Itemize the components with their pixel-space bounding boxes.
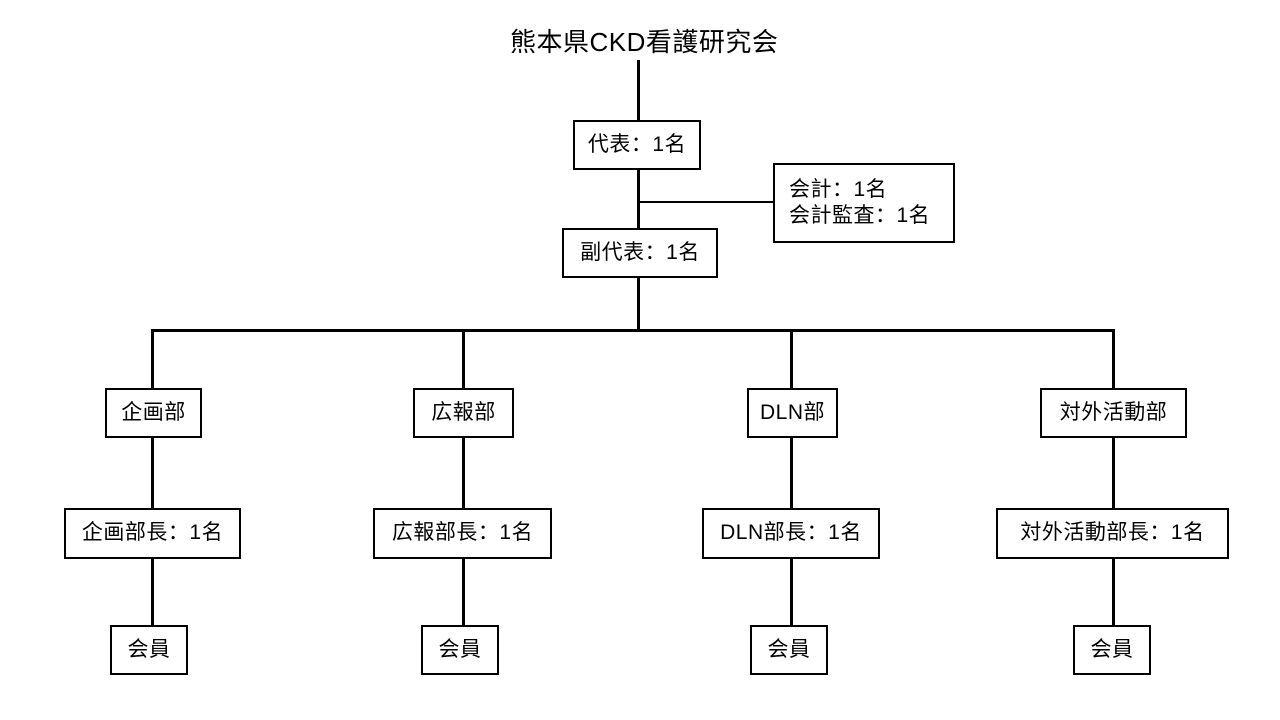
node-representative[interactable]: 代表：1名 — [573, 120, 701, 170]
node-members-3[interactable]: 会員 — [750, 625, 828, 675]
connector-representative-to-vice — [637, 170, 640, 228]
connector-vice-to-bus — [637, 278, 640, 331]
node-members-4[interactable]: 会員 — [1073, 625, 1151, 675]
connector-to-accounting — [637, 201, 773, 203]
node-department-head-3[interactable]: DLN部長：1名 — [702, 508, 880, 559]
connector-bus-to-dept-4 — [1112, 329, 1115, 388]
node-department-3[interactable]: DLN部 — [747, 388, 838, 438]
connector-dept-1-to-head — [151, 438, 154, 508]
accounting-line-1: 会計：1名 — [789, 177, 888, 201]
node-department-head-2[interactable]: 広報部長：1名 — [373, 508, 552, 559]
node-department-head-1[interactable]: 企画部長：1名 — [64, 508, 241, 559]
connector-dept-3-to-head — [790, 438, 793, 508]
node-vice-representative[interactable]: 副代表：1名 — [562, 228, 718, 278]
connector-bus-to-dept-2 — [462, 329, 465, 388]
node-accounting[interactable]: 会計：1名 会計監査：1名 — [773, 163, 955, 243]
connector-head-3-to-members — [790, 559, 793, 625]
connector-bus-to-dept-1 — [151, 329, 154, 388]
node-department-4[interactable]: 対外活動部 — [1040, 388, 1187, 438]
accounting-line-2: 会計監査：1名 — [789, 204, 931, 227]
connector-head-4-to-members — [1112, 559, 1115, 625]
connector-bus-to-dept-3 — [790, 329, 793, 388]
node-department-1[interactable]: 企画部 — [105, 388, 202, 438]
connector-head-1-to-members — [151, 559, 154, 625]
chart-title: 熊本県CKD看護研究会 — [510, 27, 779, 57]
connector-root-to-representative — [637, 60, 640, 120]
node-department-head-4[interactable]: 対外活動部長：1名 — [996, 508, 1229, 559]
node-members-2[interactable]: 会員 — [421, 625, 499, 675]
connector-dept-2-to-head — [462, 438, 465, 508]
connector-head-2-to-members — [462, 559, 465, 625]
connector-dept-4-to-head — [1112, 438, 1115, 508]
connector-department-bus — [151, 329, 1115, 332]
node-department-2[interactable]: 広報部 — [413, 388, 514, 438]
node-members-1[interactable]: 会員 — [110, 625, 188, 675]
